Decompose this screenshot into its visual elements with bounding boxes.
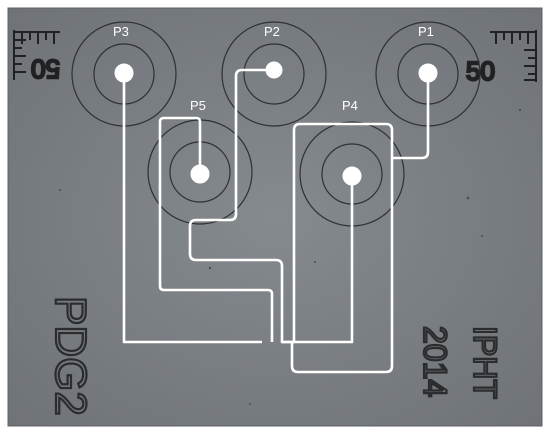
port-label-p2: P2 — [264, 24, 280, 39]
port-label-p5: P5 — [190, 98, 206, 113]
dust-specks — [59, 108, 522, 405]
chip-name-engraving: PDG2 — [46, 296, 95, 416]
port-hole-p5 — [190, 164, 210, 184]
port-hole-p2 — [265, 61, 283, 79]
port-hole-p1 — [418, 63, 438, 83]
scale-label-left: 50 — [31, 54, 60, 84]
port-label-p4: P4 — [342, 98, 358, 113]
scale-bar-left — [13, 30, 60, 80]
port-label-p3: P3 — [113, 24, 129, 39]
institute-engraving: IPHT — [467, 326, 503, 399]
port-label-p1: P1 — [418, 24, 434, 39]
channels — [122, 68, 430, 374]
port-hole-p3 — [114, 63, 134, 83]
port-holes — [114, 61, 438, 186]
port-hole-p4 — [342, 166, 362, 186]
year-engraving: 2014 — [417, 326, 453, 397]
scale-bar-right — [490, 30, 537, 82]
